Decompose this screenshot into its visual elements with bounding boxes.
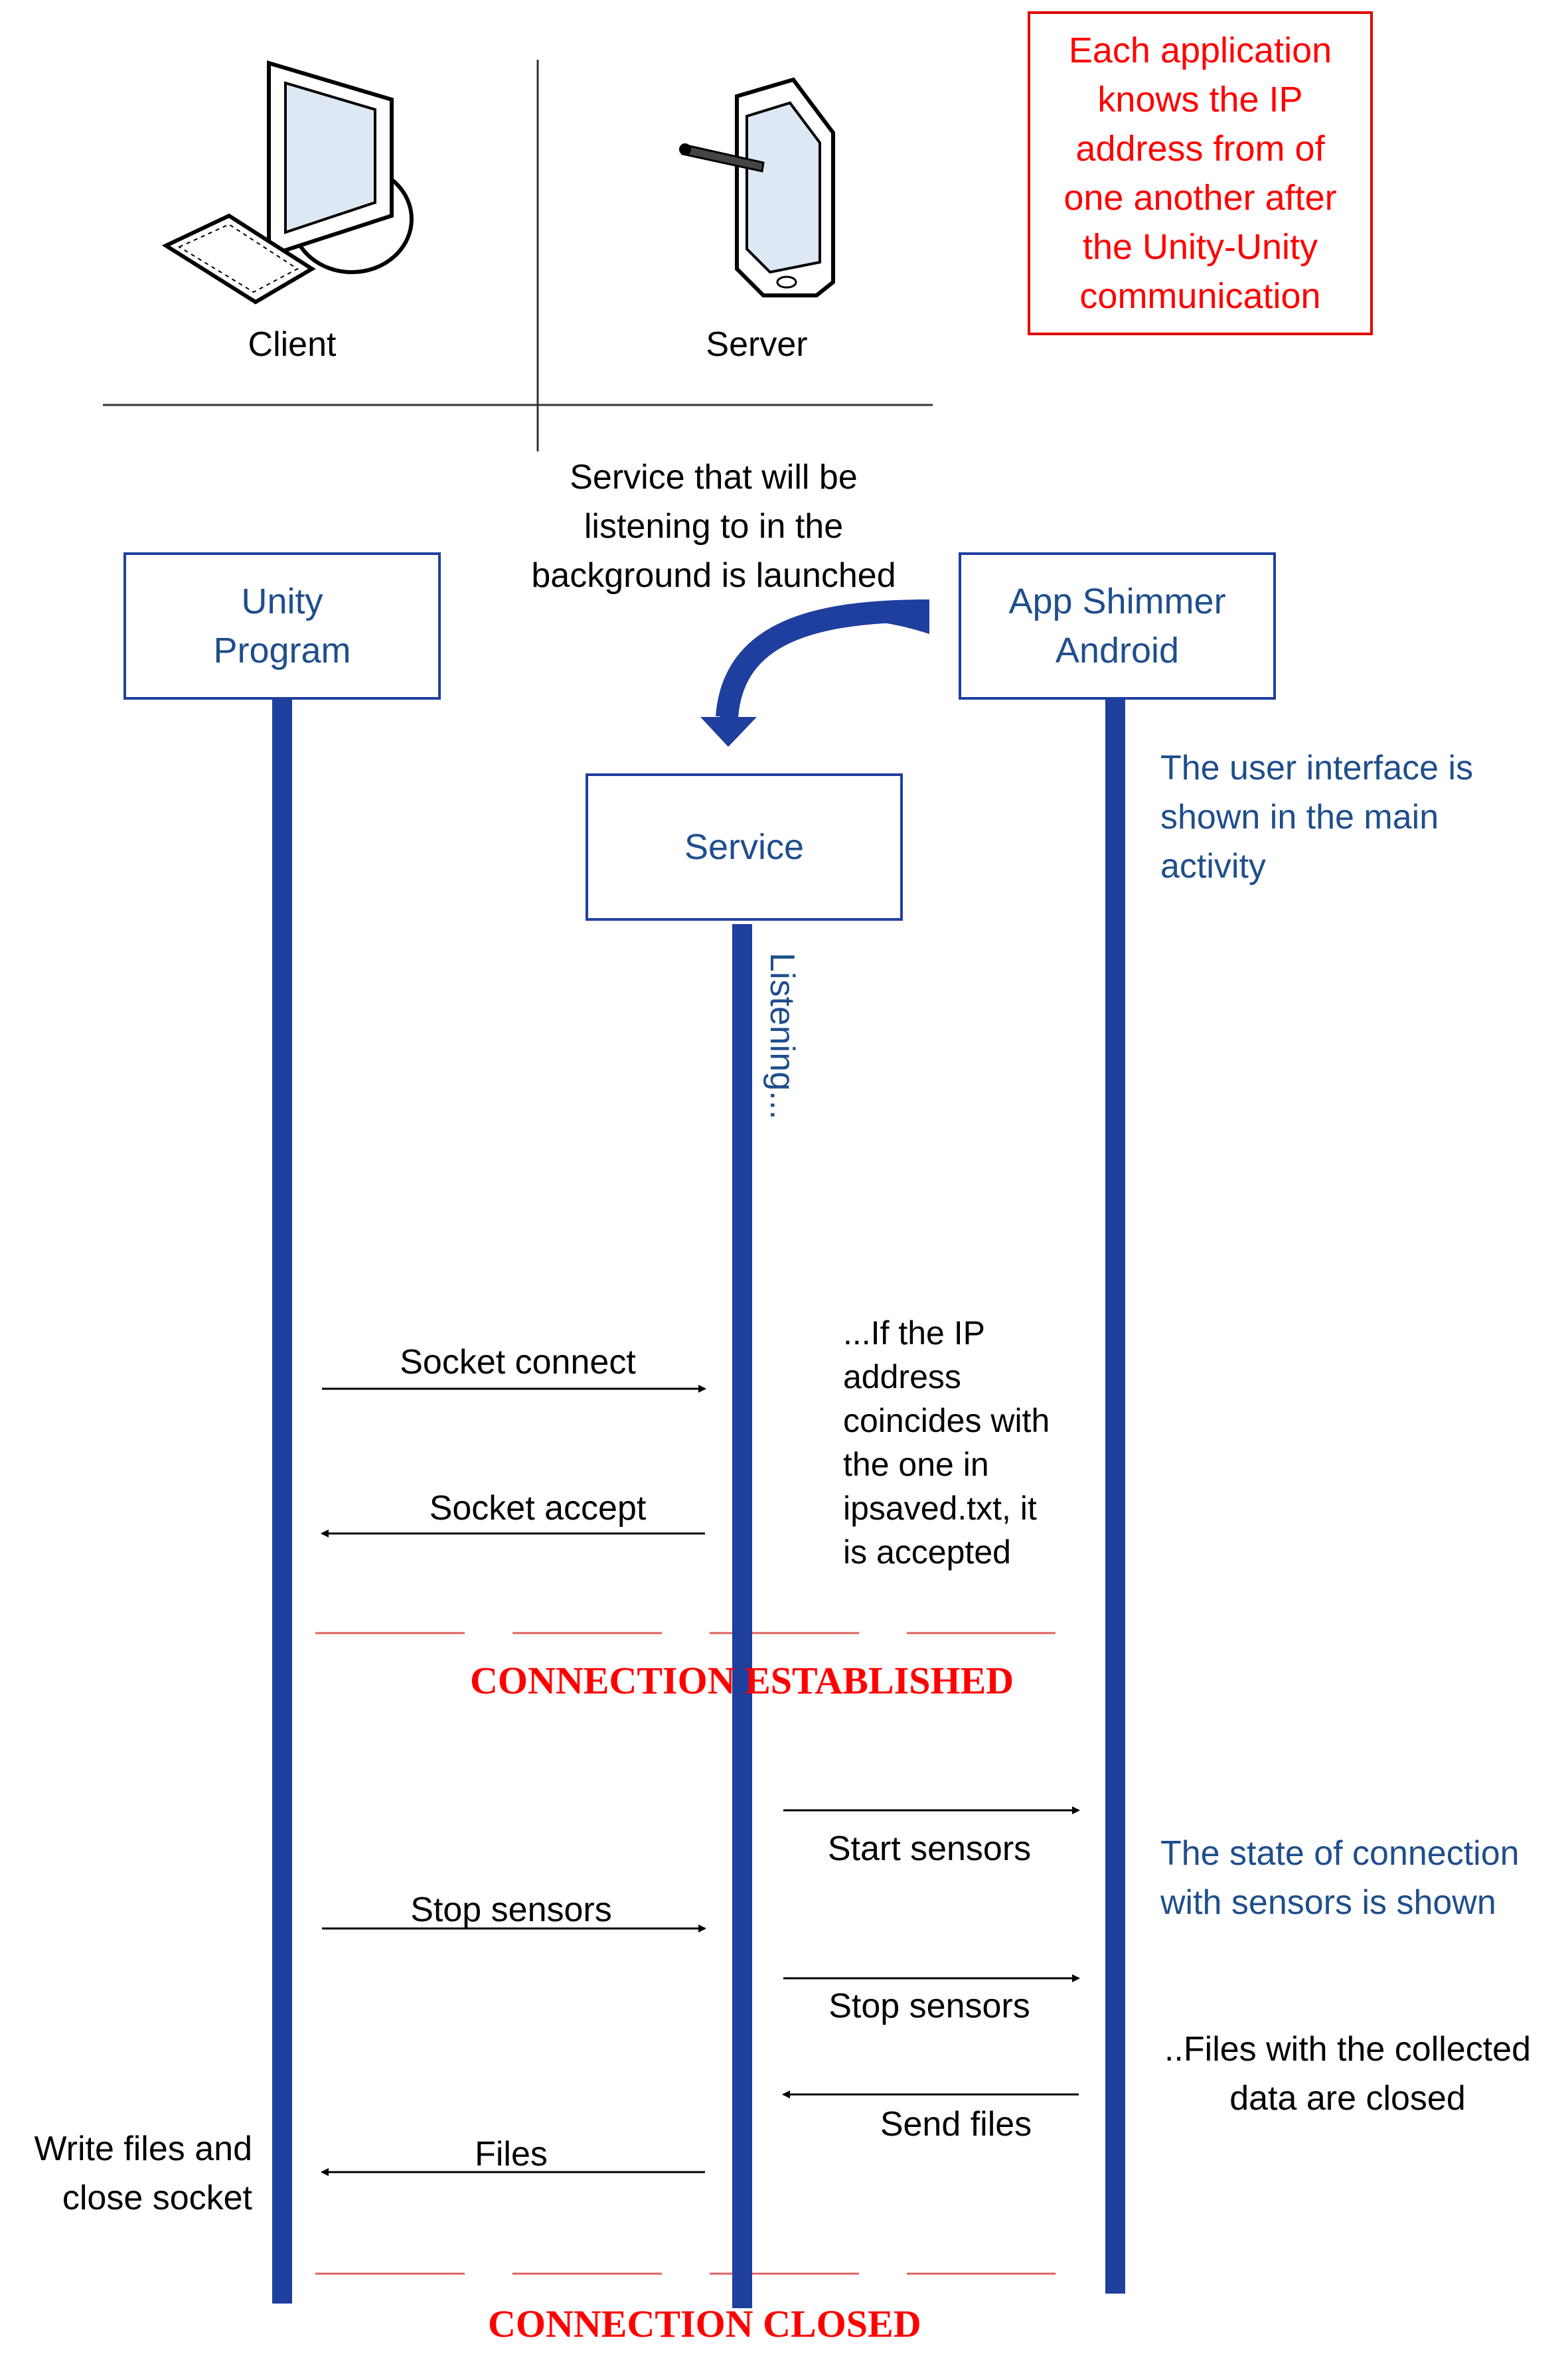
banner-connection-established: CONNECTION ESTABLISHED — [470, 1659, 1014, 1702]
unity-communication-note: Each application knows the IP address fr… — [1028, 11, 1373, 335]
lifeline-app — [1105, 697, 1125, 2294]
msg-socket-accept: Socket accept — [429, 1489, 647, 1528]
launch-caption: Service that will be listening to in the… — [531, 458, 896, 595]
participant-service: Service — [586, 773, 903, 921]
note-ui-main-activity: The user interface is shown in the main … — [1160, 749, 1474, 886]
note-state-shown: The state of connection with sensors is … — [1160, 1834, 1520, 1922]
client-label: Client — [248, 325, 337, 364]
tablet-stylus-icon — [679, 77, 835, 297]
msg-stop-sensors-app: Stop sensors — [828, 1987, 1030, 2025]
participant-app: App Shimmer Android — [959, 552, 1276, 700]
banner-connection-closed: CONNECTION CLOSED — [488, 2302, 921, 2345]
msg-stop-sensors-unity: Stop sensors — [410, 1891, 612, 1929]
lifeline-unity — [272, 697, 292, 2304]
server-label: Server — [706, 325, 808, 364]
msg-send-files: Send files — [880, 2105, 1032, 2144]
participant-unity: Unity Program — [123, 552, 441, 700]
note-listening: Listening... — [763, 953, 801, 1120]
msg-socket-connect: Socket connect — [400, 1343, 636, 1381]
curved-arrow-icon — [700, 599, 930, 747]
desktop-computer-icon — [161, 60, 414, 305]
note-ip-check: ...If the IP address coincides with the … — [843, 1314, 1050, 1571]
lifeline-service — [732, 924, 752, 2308]
note-files-closed: ..Files with the collected data are clos… — [1164, 2030, 1531, 2118]
note-write-close: Write files and close socket — [34, 2130, 252, 2217]
msg-files: Files — [475, 2135, 548, 2173]
msg-start-sensors: Start sensors — [827, 1830, 1032, 1868]
